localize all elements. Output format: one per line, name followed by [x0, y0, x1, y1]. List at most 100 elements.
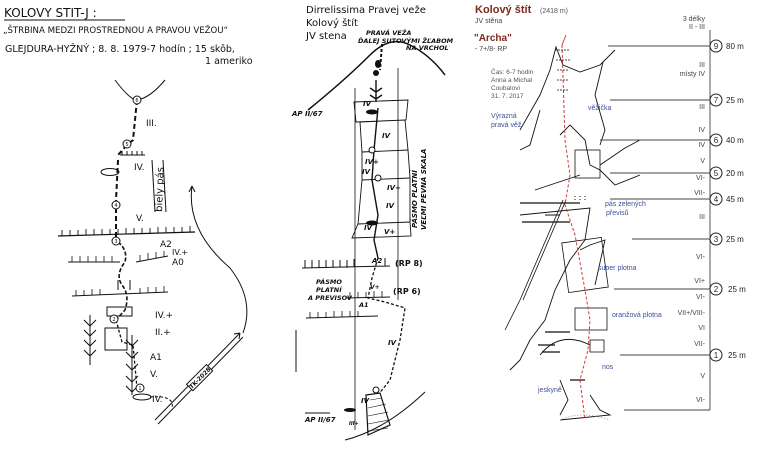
ledge: [100, 168, 120, 176]
middle-face: JV stena: [305, 31, 347, 42]
svg-text:1: 1: [714, 351, 719, 360]
route-line: [115, 241, 128, 321]
overhang: [120, 151, 145, 156]
slab-zone-label: PÁSMO PLATNÍ VEĽMI PEVNÁ SKALA: [410, 149, 428, 230]
route-name: "Archa": [474, 33, 512, 44]
svg-text:II - III: II - III: [689, 24, 705, 31]
route-line: [369, 80, 383, 259]
overhangs-label: pás zelených: [605, 201, 646, 208]
svg-text:PRAVÁ VEŽA: PRAVÁ VEŽA: [366, 28, 411, 37]
left-grades: III. IV. V. A2 IV.+ A0 IV.+ II.+ A1 V. I…: [134, 119, 188, 405]
belay-1: 1 25 m: [709, 348, 746, 362]
svg-text:PÁSMO: PÁSMO: [316, 277, 342, 286]
svg-text:místy IV: místy IV: [680, 71, 706, 78]
right-altitude: (2418 m): [540, 8, 568, 15]
svg-text:IV+: IV+: [365, 158, 379, 166]
left-credits-2: 1 ameriko: [205, 56, 253, 67]
overhangs: [520, 202, 585, 381]
route-line: [149, 396, 173, 409]
crack-symbol: [83, 315, 97, 365]
pitch-boxes: [351, 99, 412, 239]
svg-text:IV: IV: [363, 100, 372, 108]
pitch-lines: [600, 45, 710, 411]
svg-text:V.: V.: [150, 370, 158, 380]
block: [104, 327, 128, 351]
crack-symbol: [125, 335, 139, 395]
svg-text:III.: III.: [146, 119, 157, 129]
grade-iv: IV: [388, 339, 397, 347]
middle-grades: IV IV IV+ IV IV+ IV IV V+: [362, 100, 401, 236]
belay: [374, 174, 382, 182]
svg-text:IV: IV: [362, 168, 371, 176]
svg-text:Čas: 6-7 hodin: Čas: 6-7 hodin: [491, 67, 534, 76]
roof: [295, 296, 391, 372]
svg-text:4: 4: [714, 195, 719, 204]
crack-symbol: [555, 49, 570, 91]
grade-a1: A1: [358, 301, 369, 309]
svg-text:IV.: IV.: [152, 395, 163, 405]
summit-ridge: [307, 40, 446, 111]
svg-text:IV.+: IV.+: [172, 248, 188, 257]
svg-text:VI+: VI+: [694, 278, 705, 285]
svg-text:IV.+: IV.+: [155, 311, 173, 321]
svg-text:VII-: VII-: [694, 190, 706, 197]
svg-text:IV: IV: [386, 202, 395, 210]
svg-text:Coubalovi: Coubalovi: [491, 85, 520, 92]
svg-text:3 délky: 3 délky: [683, 16, 706, 23]
super-slab-label: super plotna: [598, 265, 637, 272]
belay-1: [135, 383, 145, 393]
svg-text:IV: IV: [698, 127, 705, 134]
svg-text:IV: IV: [698, 142, 705, 149]
svg-text:25 m: 25 m: [726, 96, 744, 105]
ap-bottom: AP II/67: [304, 416, 336, 424]
left-title: KOLOVY STIT-J :: [4, 6, 97, 20]
route-exit: [561, 34, 567, 46]
belay-markers: [366, 109, 382, 226]
svg-text:2: 2: [714, 285, 719, 294]
grade-iii-plus: III+: [349, 421, 359, 427]
svg-text:25 m: 25 m: [728, 285, 746, 294]
svg-text:VI-: VI-: [696, 175, 706, 182]
right-face: JV stěna: [475, 18, 502, 25]
svg-text:IV: IV: [364, 224, 373, 232]
right-topo: Kolový štít (2418 m) JV stěna "Archa" - …: [474, 4, 746, 421]
belay-5: [122, 139, 132, 149]
grade-a2: A2: [371, 257, 382, 265]
belay-1: [372, 386, 380, 394]
gully: [504, 199, 567, 331]
base-line: [344, 391, 426, 441]
rp8-label: (RP 8): [395, 259, 423, 268]
belay-2: [109, 314, 119, 324]
couloir-lines: [354, 68, 399, 430]
svg-text:5: 5: [714, 169, 719, 178]
svg-text:IV: IV: [382, 132, 391, 140]
pitch-grades: 3 délky II - III III místy IV III IV IV …: [678, 16, 706, 404]
svg-text:45 m: 45 m: [726, 195, 744, 204]
svg-text:II.+: II.+: [155, 328, 171, 338]
roof-hatching: [71, 251, 165, 262]
left-subtitle: „ŠTRBINA MEDZI PROSTREDNOU A PRAVOU VEŽO…: [3, 24, 228, 36]
route-line: [115, 319, 138, 389]
biely-pas-line: [162, 159, 167, 213]
svg-text:VI-: VI-: [696, 254, 706, 261]
svg-text:5: 5: [125, 142, 128, 148]
belay: [366, 220, 378, 226]
pillar-hatching: [367, 397, 390, 432]
roof: [301, 258, 391, 269]
ap-top: AP II/67: [291, 110, 323, 118]
svg-text:25 m: 25 m: [728, 351, 746, 360]
svg-text:4: 4: [114, 203, 117, 209]
svg-text:ĎALEJ SUTOVÝMI ŽĽABOM: ĎALEJ SUTOVÝMI ŽĽABOM: [358, 36, 454, 45]
svg-text:III: III: [699, 62, 705, 69]
super-slab: [561, 237, 609, 293]
feature-labels: věžička Výrazná pravá věž pás zelených p…: [491, 105, 662, 394]
svg-text:IV+: IV+: [387, 184, 401, 192]
svg-text:6: 6: [135, 98, 138, 104]
svg-text:40 m: 40 m: [726, 136, 744, 145]
roof-3: [71, 280, 169, 297]
roof-hatching: [309, 291, 383, 318]
